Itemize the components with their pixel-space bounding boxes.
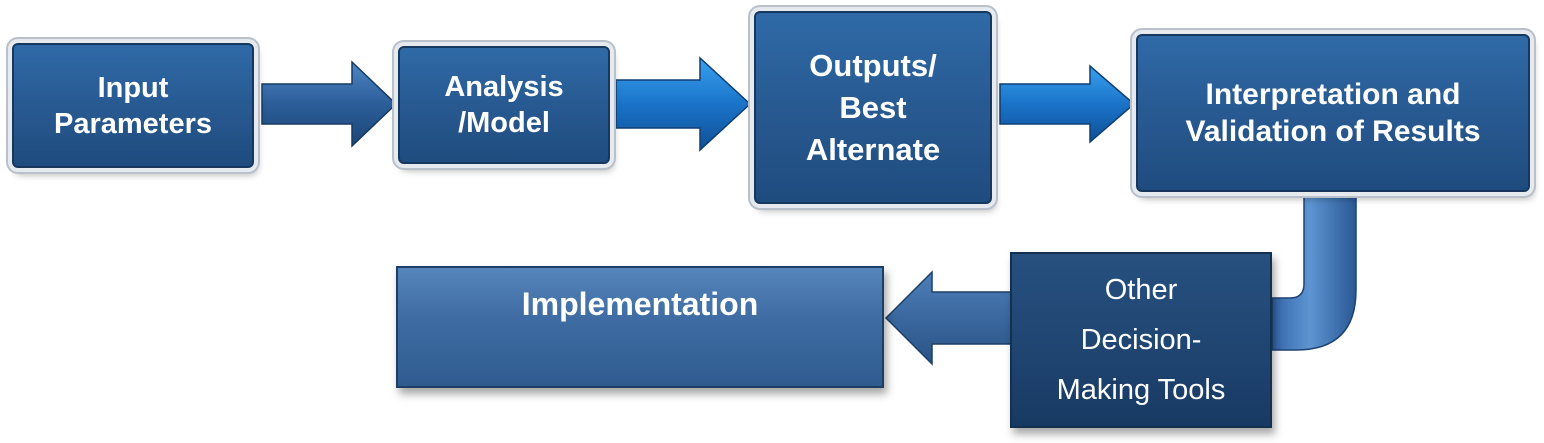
node-interpretation-validation: Interpretation and Validation of Results	[1136, 34, 1530, 192]
node-label-line: Input	[97, 71, 169, 104]
arrow-input-to-analysis	[261, 60, 398, 148]
node-label-line: Alternate	[805, 131, 941, 167]
node-label-line: Best	[839, 89, 907, 125]
node-label-line: Analysis	[444, 71, 564, 103]
node-label-line: /Model	[458, 107, 550, 139]
node-label-line: Outputs/	[809, 47, 937, 83]
node-label-line: Parameters	[54, 107, 212, 140]
arrow-other-to-implementation	[884, 270, 1013, 366]
node-implementation: Implementation	[396, 266, 884, 388]
node-other-decision-tools: Other Decision- Making Tools	[1010, 252, 1272, 428]
node-label-line: Decision-	[1080, 324, 1202, 356]
node-outputs-best-alternate: Outputs/ Best Alternate	[754, 11, 992, 204]
node-label-line: Other	[1104, 274, 1178, 306]
node-label-line: Making Tools	[1056, 374, 1226, 406]
arrow-outputs-to-interpretation	[999, 64, 1136, 144]
arrow-analysis-to-outputs	[615, 56, 752, 152]
node-label-line: Interpretation and	[1205, 78, 1461, 111]
node-label-line: Validation of Results	[1185, 115, 1481, 148]
node-analysis-model: Analysis /Model	[398, 46, 610, 164]
node-input-parameters: Input Parameters	[12, 43, 254, 168]
pipe-interpretation-to-other	[1271, 191, 1357, 351]
node-label-line: Implementation	[521, 286, 759, 322]
